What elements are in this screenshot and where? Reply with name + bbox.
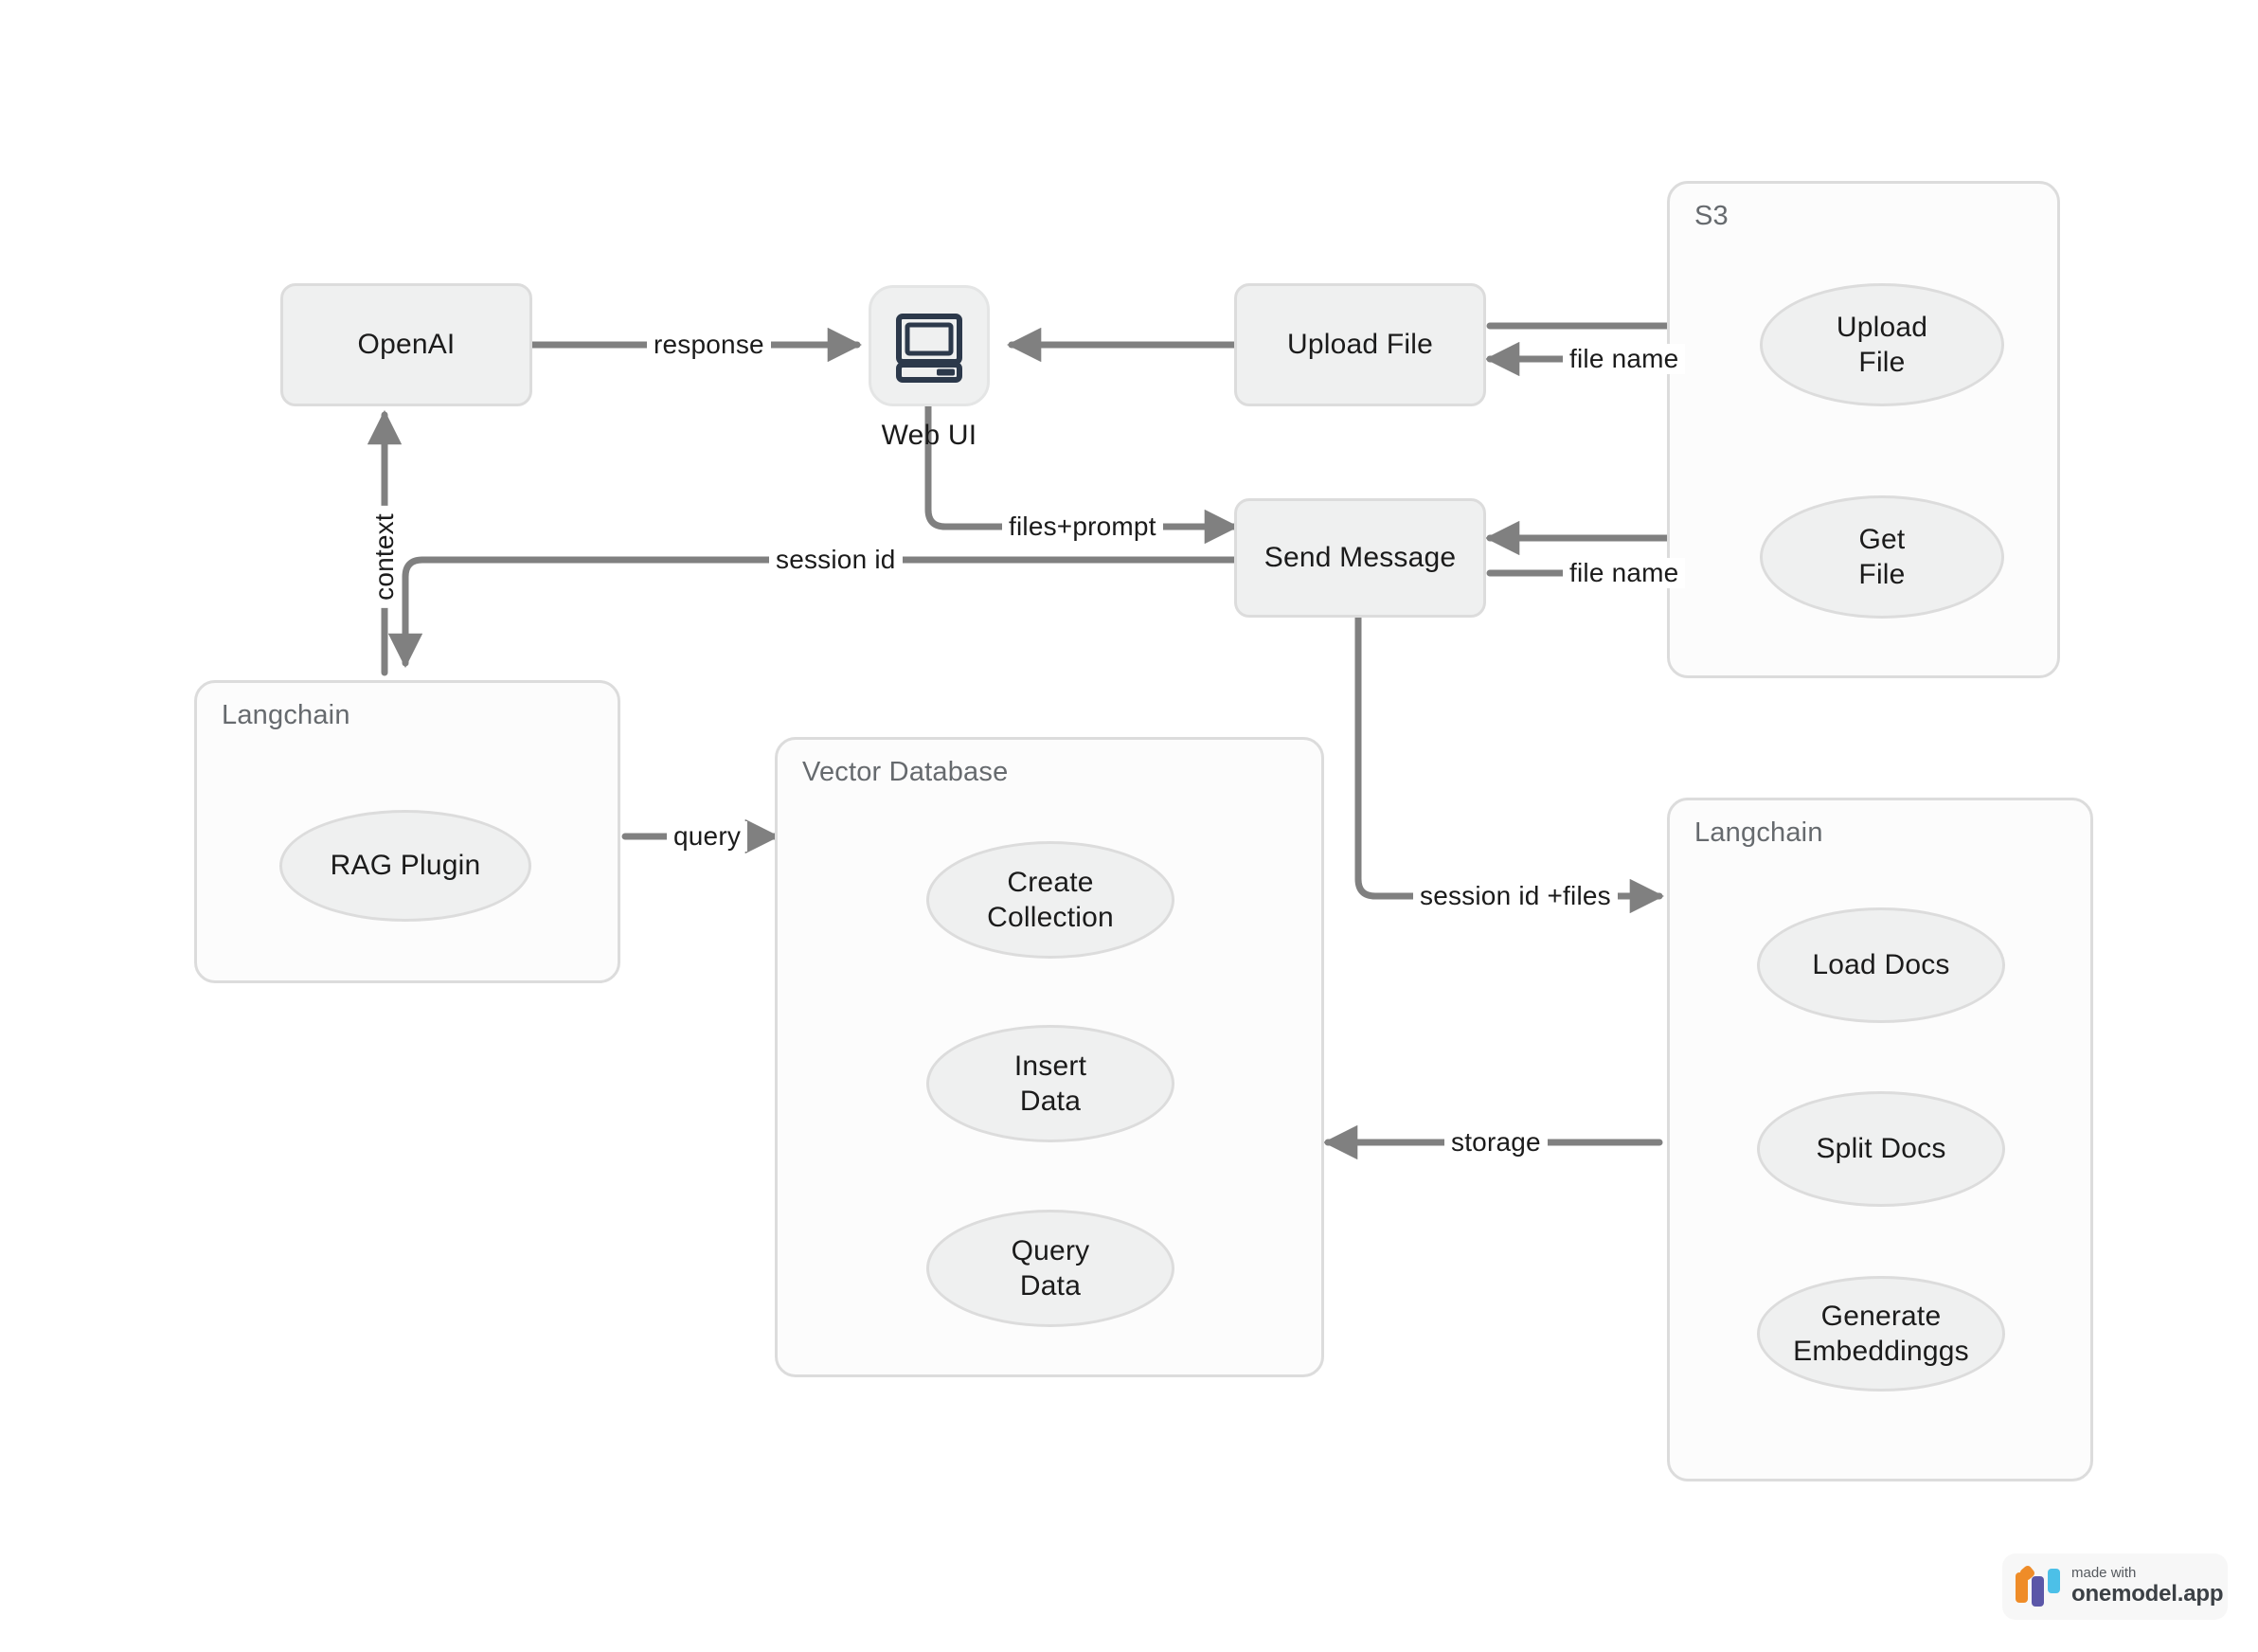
node-insert-data-line1: Insert xyxy=(1013,1050,1087,1082)
node-s3-get-file-line1: Get xyxy=(1858,523,1906,555)
node-insert-data[interactable]: Insert Data xyxy=(926,1025,1174,1142)
node-upload-file-label: Upload File xyxy=(1287,329,1433,360)
edge-session-id xyxy=(387,556,1238,669)
node-send-message-label: Send Message xyxy=(1263,542,1457,573)
edge-label-file-name-upload: file name xyxy=(1563,344,1686,374)
node-split-docs-label: Split Docs xyxy=(1816,1133,1946,1165)
node-rag-plugin-label: RAG Plugin xyxy=(330,850,481,882)
node-split-docs[interactable]: Split Docs xyxy=(1757,1091,2005,1207)
edge-label-response: response xyxy=(647,330,771,360)
node-upload-file[interactable]: Upload File xyxy=(1234,283,1486,406)
node-create-collection-line1: Create xyxy=(1007,866,1094,898)
watermark-brand: onemodel.app xyxy=(2071,1581,2224,1607)
group-langchain-rag-title: Langchain xyxy=(222,700,350,730)
node-s3-upload-file-line1: Upload xyxy=(1836,311,1928,343)
node-web-ui[interactable] xyxy=(869,285,990,406)
watermark-made-with: made with xyxy=(2071,1564,2137,1581)
node-openai[interactable]: OpenAI xyxy=(280,283,532,406)
watermark-badge[interactable]: made with onemodel.app xyxy=(2002,1553,2228,1620)
node-insert-data-line2: Data xyxy=(1019,1086,1082,1117)
node-generate-embeddings-line2: Embeddinggs xyxy=(1793,1336,1969,1367)
node-s3-get-file[interactable]: Get File xyxy=(1760,495,2004,619)
edge-label-storage: storage xyxy=(1444,1127,1548,1158)
edge-label-context: context xyxy=(369,506,400,608)
node-generate-embeddings[interactable]: Generate Embeddinggs xyxy=(1757,1276,2005,1392)
group-s3-title: S3 xyxy=(1694,201,1729,231)
node-s3-upload-file-line2: File xyxy=(1858,347,1906,378)
node-create-collection-line2: Collection xyxy=(987,902,1114,933)
node-query-data[interactable]: Query Data xyxy=(926,1210,1174,1327)
node-openai-label: OpenAI xyxy=(357,329,456,360)
group-langchain-ingest-title: Langchain xyxy=(1694,817,1823,848)
node-web-ui-caption: Web UI xyxy=(881,420,977,451)
edge-label-file-name-get: file name xyxy=(1563,558,1686,588)
node-load-docs[interactable]: Load Docs xyxy=(1757,907,2005,1023)
node-s3-get-file-line2: File xyxy=(1858,559,1906,590)
group-vector-database-title: Vector Database xyxy=(802,757,1009,787)
edge-session-files xyxy=(1354,614,1665,914)
node-query-data-line1: Query xyxy=(1011,1234,1090,1266)
monitor-icon xyxy=(896,314,962,383)
edge-label-query: query xyxy=(667,821,748,852)
edge-label-session-id: session id xyxy=(769,545,903,575)
node-load-docs-label: Load Docs xyxy=(1812,949,1950,981)
node-s3-upload-file[interactable]: Upload File xyxy=(1760,283,2004,406)
onemodel-logo-icon xyxy=(2016,1564,2060,1607)
node-rag-plugin[interactable]: RAG Plugin xyxy=(279,810,531,922)
node-query-data-line2: Data xyxy=(1019,1270,1082,1302)
edge-label-session-files: session id +files xyxy=(1413,881,1618,911)
edge-label-files-prompt: files+prompt xyxy=(1002,512,1163,542)
node-generate-embeddings-line1: Generate xyxy=(1820,1300,1942,1332)
node-create-collection[interactable]: Create Collection xyxy=(926,841,1174,959)
node-send-message[interactable]: Send Message xyxy=(1234,498,1486,618)
